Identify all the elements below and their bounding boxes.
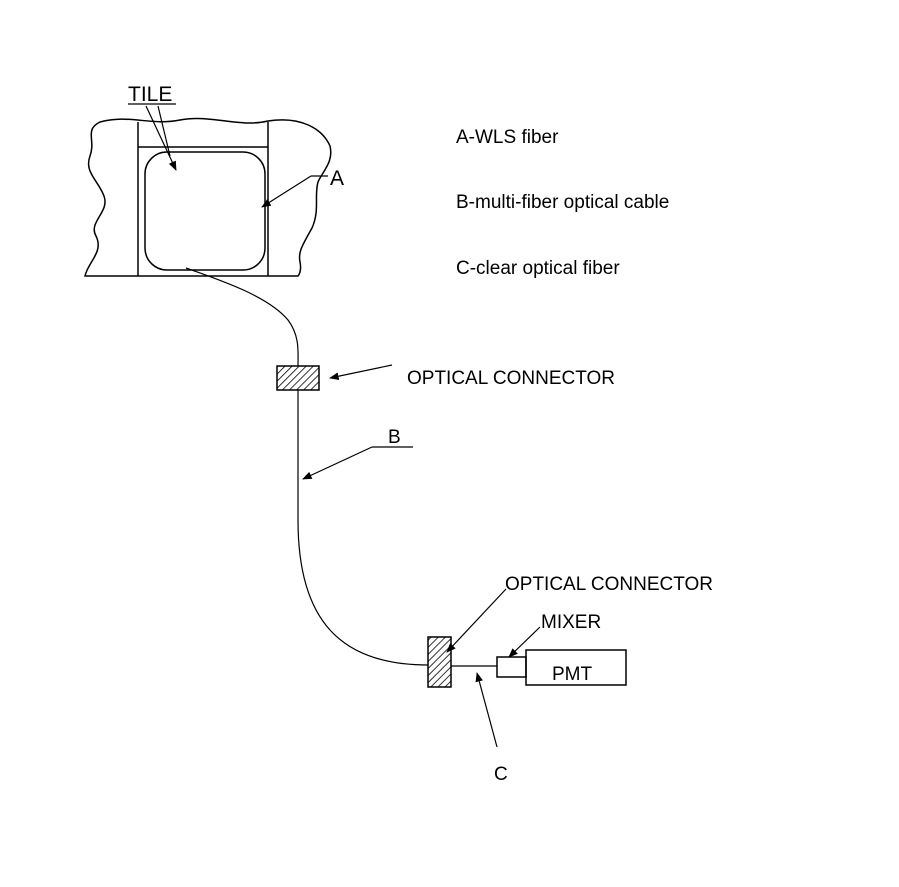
pmt-label: PMT [552, 664, 593, 685]
b-pointer-arrow [302, 446, 373, 480]
a-pointer-arrow [261, 175, 312, 208]
legend-c: C-clear optical fiber [456, 258, 620, 279]
tile [144, 151, 266, 271]
optical-connector-bottom-label: OPTICAL CONNECTOR [505, 574, 713, 595]
optical-connector-bottom-pointer [446, 588, 507, 653]
optical-connector-top [276, 365, 320, 391]
tile-region-outline [84, 117, 332, 277]
mixer-pointer [508, 626, 541, 658]
legend-a: A-WLS fiber [456, 127, 559, 148]
b-label: B [388, 427, 401, 448]
multi-fiber-cable [297, 390, 429, 666]
tile-label: TILE [128, 83, 172, 106]
mixer [496, 656, 527, 678]
a-label: A [330, 167, 344, 190]
c-pointer-arrow [475, 672, 498, 748]
optical-connector-top-pointer [329, 364, 393, 380]
wls-fiber-exit [185, 267, 299, 367]
legend-b: B-multi-fiber optical cable [456, 192, 669, 213]
c-label: C [494, 764, 508, 785]
mixer-label: MIXER [541, 612, 601, 633]
tile-pointer-arrow [145, 105, 177, 171]
optical-connector-top-label: OPTICAL CONNECTOR [407, 368, 615, 389]
optical-connector-bottom [427, 636, 452, 688]
tile-pointer-arrow-2 [157, 105, 171, 157]
pmt [525, 649, 627, 686]
